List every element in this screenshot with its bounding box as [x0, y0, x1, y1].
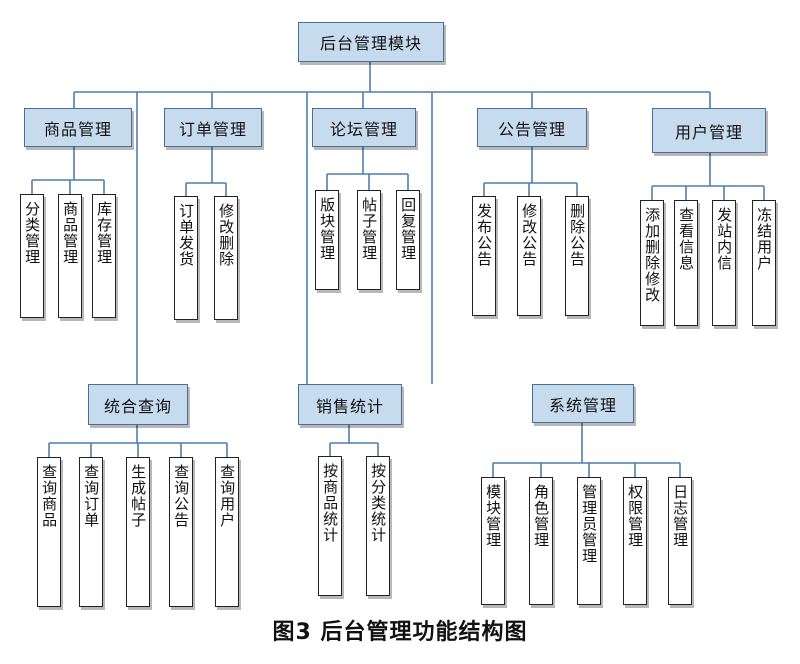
leaf-label: 查询公告 [172, 464, 191, 528]
leaf-label: 查询用户 [218, 464, 237, 528]
leaf-label: 修改公告 [520, 203, 539, 267]
leaf-label: 修改删除 [217, 203, 236, 267]
module-sales-statistics: 销售统计 [298, 384, 402, 425]
leaf-modify-notice: 修改公告 [517, 196, 541, 316]
leaf-label: 库存管理 [95, 201, 114, 265]
leaf-label: 权限管理 [626, 484, 645, 548]
leaf-label: 查看信息 [677, 207, 696, 271]
leaf-add-delete-modify: 添加删除修改 [640, 200, 664, 326]
leaf-label: 分类管理 [23, 201, 42, 265]
module-system-management: 系统管理 [532, 384, 634, 423]
leaf-label: 按商品统计 [321, 463, 340, 543]
leaf-product-management: 商品管理 [58, 194, 82, 318]
leaf-stats-by-category: 按分类统计 [366, 456, 390, 596]
module-label: 商品管理 [43, 119, 112, 139]
leaf-view-info: 查看信息 [674, 200, 698, 326]
leaf-delete-notice: 删除公告 [565, 196, 589, 316]
leaf-query-products: 查询商品 [37, 457, 61, 607]
module-label: 论坛管理 [329, 119, 398, 139]
leaf-publish-notice: 发布公告 [472, 196, 496, 316]
figure-caption: 图3 后台管理功能结构图 [272, 620, 528, 645]
leaf-modify-delete: 修改删除 [214, 196, 238, 320]
leaf-label: 按分类统计 [369, 463, 388, 543]
module-forum-management: 论坛管理 [312, 108, 416, 147]
leaf-role-management: 角色管理 [529, 477, 553, 605]
module-label: 销售统计 [315, 396, 384, 416]
leaf-query-orders: 查询订单 [79, 457, 103, 607]
leaf-log-management: 日志管理 [668, 477, 692, 605]
leaf-label: 日志管理 [671, 484, 690, 548]
leaf-label: 查询订单 [82, 464, 101, 528]
leaf-label: 发布公告 [475, 203, 494, 267]
leaf-label: 版块管理 [318, 197, 337, 261]
leaf-freeze-user: 冻结用户 [752, 200, 776, 326]
leaf-label: 回复管理 [399, 197, 418, 261]
leaf-query-notices: 查询公告 [169, 457, 193, 607]
module-label: 用户管理 [674, 122, 743, 142]
leaf-send-message: 发站内信 [712, 200, 736, 326]
leaf-label: 订单发货 [177, 203, 196, 267]
leaf-post-management: 帖子管理 [357, 190, 381, 290]
leaf-reply-management: 回复管理 [396, 190, 420, 290]
leaf-generate-posts: 生成帖子 [126, 457, 150, 607]
module-user-management: 用户管理 [652, 108, 766, 153]
leaf-permission-management: 权限管理 [623, 477, 647, 605]
leaf-category-management: 分类管理 [20, 194, 44, 318]
module-notice-management: 公告管理 [477, 108, 587, 147]
leaf-label: 管理员管理 [580, 484, 599, 564]
module-product-management: 商品管理 [24, 108, 132, 147]
leaf-label: 删除公告 [568, 203, 587, 267]
root-node-label: 后台管理模块 [319, 34, 422, 53]
leaf-label: 添加删除修改 [643, 207, 662, 303]
leaf-label: 模块管理 [484, 484, 503, 548]
module-order-management: 订单管理 [164, 108, 262, 147]
leaf-inventory-management: 库存管理 [92, 194, 116, 318]
root-node: 后台管理模块 [298, 22, 444, 62]
leaf-board-management: 版块管理 [315, 190, 339, 290]
leaf-query-users: 查询用户 [215, 457, 239, 607]
leaf-label: 帖子管理 [360, 197, 379, 261]
leaf-order-shipping: 订单发货 [174, 196, 198, 320]
module-label: 公告管理 [497, 119, 566, 139]
module-label: 订单管理 [178, 119, 247, 139]
leaf-module-management: 模块管理 [481, 477, 505, 605]
leaf-label: 角色管理 [532, 484, 551, 548]
leaf-stats-by-product: 按商品统计 [318, 456, 342, 596]
leaf-label: 商品管理 [61, 201, 80, 265]
module-integrated-query: 统合查询 [88, 384, 188, 425]
leaf-label: 查询商品 [40, 464, 59, 528]
module-label: 系统管理 [548, 395, 617, 415]
module-label: 统合查询 [103, 396, 172, 416]
leaf-label: 冻结用户 [755, 207, 774, 271]
leaf-label: 生成帖子 [129, 464, 148, 528]
leaf-admin-management: 管理员管理 [577, 477, 601, 605]
leaf-label: 发站内信 [715, 207, 734, 271]
